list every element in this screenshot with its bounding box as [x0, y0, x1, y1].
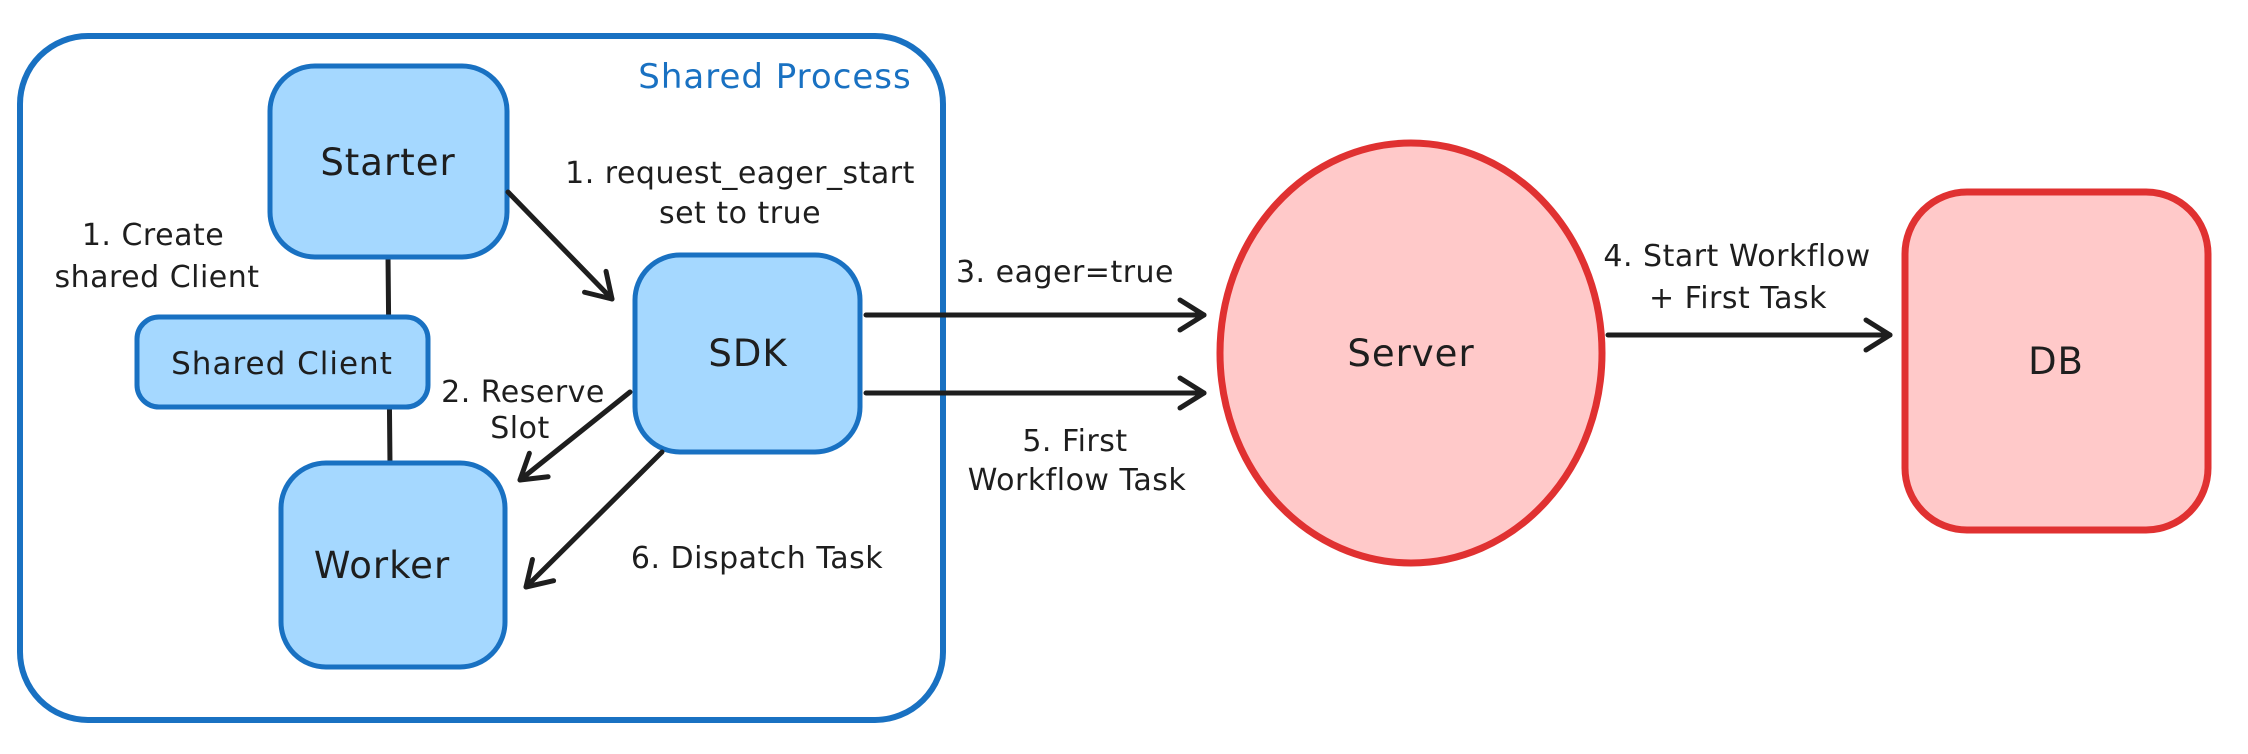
server-label: Server	[1347, 332, 1474, 375]
annotation-request-eager-start: 1. request_eager_start set to true	[565, 156, 915, 231]
worker-node	[278, 460, 508, 670]
shared-client-node	[134, 314, 431, 410]
annotation-create-shared-client: 1. Create shared Client	[54, 218, 259, 295]
arrow-dispatch-task	[523, 449, 665, 590]
annotation-dispatch-task: 6. Dispatch Task	[631, 541, 883, 576]
server-node-group: Server	[1216, 139, 1606, 567]
annotation-start-workflow: 4. Start Workflow + First Task	[1603, 239, 1870, 316]
arrow-reserve-slot	[517, 389, 633, 483]
annotation-start-workflow-line2: + First Task	[1649, 281, 1827, 316]
sdk-node	[632, 252, 863, 455]
annotation-request-eager-start-line2: set to true	[659, 196, 821, 231]
annotation-request-eager-start-line1: 1. request_eager_start	[565, 156, 915, 191]
annotation-first-workflow-task-line1: 5. First	[1022, 424, 1127, 459]
shared-client-label: Shared Client	[171, 346, 393, 382]
starter-node-group: Starter	[267, 63, 510, 260]
sdk-label: SDK	[708, 332, 788, 375]
annotation-reserve-slot: 2. Reserve Slot	[441, 375, 605, 446]
annotation-create-shared-client-line1: 1. Create	[82, 218, 224, 253]
annotation-reserve-slot-line1: 2. Reserve	[441, 375, 605, 410]
shared-process-container	[17, 33, 946, 723]
annotation-eager-true: 3. eager=true	[956, 255, 1174, 290]
shared-process-group: Shared Process	[17, 33, 946, 723]
db-label: DB	[2028, 340, 2084, 383]
db-node-group: DB	[1901, 188, 2212, 534]
worker-label: Worker	[314, 544, 450, 587]
shared-process-label: Shared Process	[638, 57, 911, 97]
annotation-first-workflow-task: 5. First Workflow Task	[968, 424, 1187, 498]
arrow-request-eager-start	[505, 189, 615, 302]
annotation-create-shared-client-line2: shared Client	[54, 260, 259, 295]
annotation-reserve-slot-line2: Slot	[490, 411, 550, 446]
starter-label: Starter	[320, 141, 455, 184]
sdk-node-group: SDK	[632, 252, 863, 455]
starter-node	[267, 63, 510, 260]
worker-node-group: Worker	[278, 460, 508, 670]
server-node	[1216, 139, 1606, 567]
annotation-first-workflow-task-line2: Workflow Task	[968, 463, 1187, 498]
annotation-start-workflow-line1: 4. Start Workflow	[1603, 239, 1870, 274]
db-node	[1901, 188, 2212, 534]
shared-client-node-group: Shared Client	[134, 314, 431, 410]
